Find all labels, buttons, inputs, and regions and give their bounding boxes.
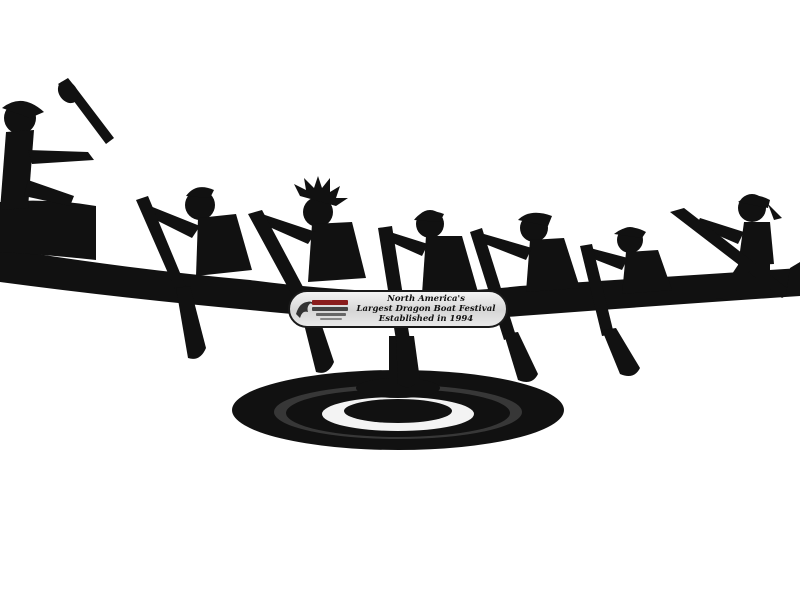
festival-logo [290,292,352,326]
paddler-2 [248,176,366,373]
plaque-text: North America's Largest Dragon Boat Fest… [352,294,506,324]
drummer-silhouette [0,78,114,210]
commemorative-plaque: North America's Largest Dragon Boat Fest… [288,290,508,328]
paddler-6 [670,194,792,300]
plaque-line-1: North America's [387,294,465,304]
paddler-3 [378,210,478,388]
plaque-line-2: Largest Dragon Boat Festival [356,304,496,314]
drum-box [0,200,96,260]
dragon-logo-icon [296,300,348,320]
paddler-1 [136,187,252,359]
paddler-5 [580,227,672,376]
boat-tail [786,262,800,296]
stand-base [232,336,564,450]
plaque-line-3: Established in 1994 [378,314,474,324]
